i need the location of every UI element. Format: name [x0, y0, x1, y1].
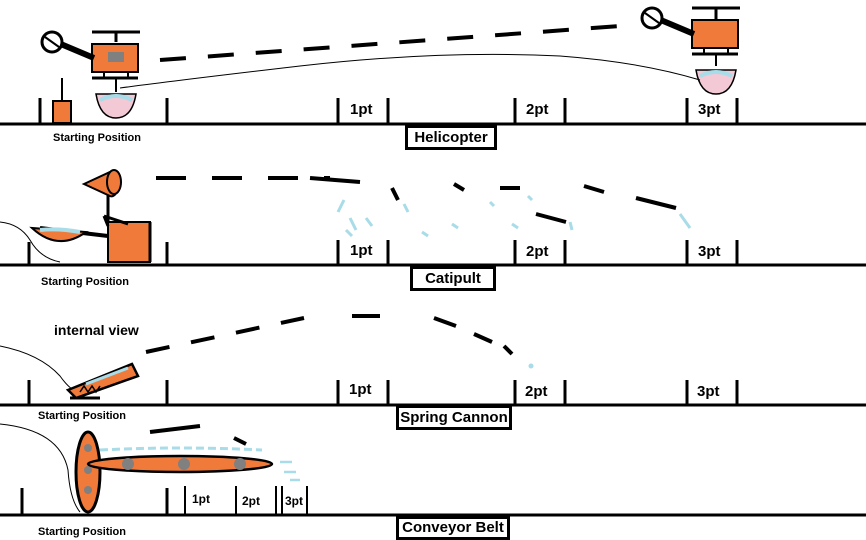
conveyor-score-2pt: 2pt [242, 494, 260, 508]
catapult-start-label: Starting Position [41, 276, 129, 288]
helicopter-start-icon [40, 30, 140, 119]
spring-cannon-note: internal view [54, 322, 139, 338]
catapult-title: Catipult [410, 266, 496, 291]
catapult-score-3pt: 3pt [698, 243, 721, 260]
spring-cannon-score-1pt: 1pt [349, 381, 372, 398]
conveyor-flight-path [149, 424, 201, 434]
helicopter-score-3pt: 3pt [698, 101, 721, 118]
catapult-panel [0, 169, 866, 267]
catapult-icon [29, 169, 152, 263]
helicopter-flight-path [159, 24, 621, 62]
catapult-water-spray [336, 194, 692, 238]
helicopter-start-label: Starting Position [53, 132, 141, 144]
helicopter-score-1pt: 1pt [350, 101, 373, 118]
spring-cannon-start-label: Starting Position [38, 410, 126, 422]
helicopter-score-2pt: 2pt [526, 101, 549, 118]
spring-cannon-score-3pt: 3pt [697, 383, 720, 400]
spring-cannon-score-2pt: 2pt [525, 383, 548, 400]
helicopter-tether-line [119, 53, 701, 89]
spring-cannon-flight-path [145, 316, 305, 354]
catapult-score-2pt: 2pt [526, 243, 549, 260]
helicopter-start-stand [52, 100, 72, 124]
helicopter-title: Helicopter [405, 125, 497, 150]
catapult-score-1pt: 1pt [350, 242, 373, 259]
conveyor-start-label: Starting Position [38, 526, 126, 538]
conveyor-belt-panel [0, 423, 866, 517]
conveyor-water-spray [280, 460, 300, 482]
helicopter-end-icon [640, 6, 740, 95]
conveyor-score-1pt: 1pt [192, 492, 210, 506]
conveyor-score-3pt: 3pt [285, 494, 303, 508]
conveyor-belt-icon [74, 430, 274, 514]
spring-cannon-title: Spring Cannon [396, 405, 512, 430]
conveyor-belt-title: Conveyor Belt [396, 516, 510, 540]
spring-cannon-icon [65, 362, 140, 400]
helicopter-panel [0, 6, 866, 126]
